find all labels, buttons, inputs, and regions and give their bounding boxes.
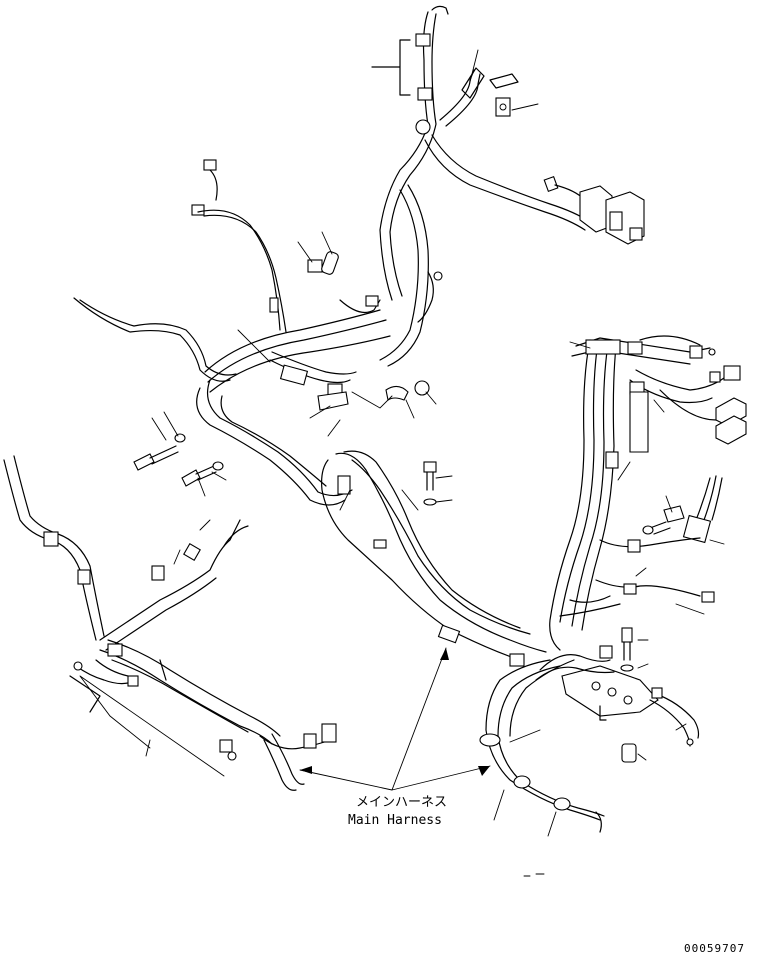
clamp-icon	[437, 624, 461, 644]
connector-icon	[321, 723, 337, 743]
bolt-icon	[663, 505, 685, 523]
connector-icon	[689, 345, 703, 359]
bolt-icon	[423, 461, 437, 473]
connector-icon	[682, 514, 712, 544]
fasteners-left	[133, 329, 341, 497]
spacer-icon	[321, 251, 339, 275]
clamp-icon	[373, 539, 387, 549]
connector-icon	[191, 204, 205, 216]
lower-right-assembly	[535, 627, 700, 763]
clamp-icon	[151, 565, 165, 581]
ring-terminal-icon	[227, 751, 237, 761]
clamp-icon	[385, 385, 409, 401]
clamp-icon	[279, 364, 309, 386]
drawing-number: 00059707	[684, 942, 745, 953]
washer-icon	[212, 461, 224, 471]
clamp-icon	[623, 583, 637, 595]
bolt-icon	[181, 469, 201, 487]
ground-plate-icon	[495, 97, 511, 117]
connector-icon	[203, 159, 217, 171]
ring-terminal-icon	[433, 271, 443, 281]
washer-icon	[174, 433, 186, 443]
ring-terminal-icon	[686, 738, 694, 746]
ring-terminal-icon	[607, 687, 617, 697]
upper-right-connector	[543, 175, 645, 245]
left-lower-branch	[3, 455, 337, 791]
left-leaders	[79, 675, 225, 777]
caption-leaders	[299, 647, 491, 791]
connector-icon	[303, 733, 317, 749]
clamp-icon	[337, 475, 351, 495]
washer-icon	[642, 525, 654, 535]
ring-terminal-icon	[623, 695, 633, 705]
connector-icon	[219, 739, 233, 753]
spacer-icon	[414, 380, 430, 396]
grommet-icon	[415, 119, 431, 135]
connector-icon	[629, 227, 643, 241]
connector-icon	[609, 211, 623, 231]
connector-icon	[651, 687, 663, 699]
clamp-icon	[479, 733, 501, 747]
right-side-parts	[559, 475, 725, 617]
detail-mark	[523, 873, 545, 877]
clamp-icon	[585, 339, 621, 355]
connector-icon	[701, 591, 715, 603]
ring-terminal-icon	[591, 681, 601, 691]
clamp-icon	[415, 33, 431, 47]
caption-english: Main Harness	[348, 813, 442, 828]
connector-icon	[365, 295, 379, 307]
connector-icon	[709, 371, 721, 383]
clamp-icon	[553, 797, 571, 811]
connector-icon	[127, 675, 139, 687]
connector-icon	[723, 365, 741, 381]
top-right-bracket	[461, 49, 539, 117]
right-bundle	[549, 335, 747, 651]
bracket-icon	[317, 391, 349, 411]
ring-terminal-icon	[73, 661, 83, 671]
small-parts-top	[297, 231, 339, 275]
fasteners-center	[351, 380, 453, 506]
upper-left-branch	[73, 159, 287, 382]
clamp-icon	[107, 643, 123, 657]
washer-icon	[423, 498, 437, 506]
connector-icon	[599, 645, 613, 659]
clamp-icon	[627, 539, 641, 553]
bracket-icon	[629, 391, 649, 453]
ring-terminal-icon	[708, 348, 716, 356]
spacer-icon	[621, 743, 637, 763]
clamp-icon	[509, 653, 525, 667]
central-bundle	[196, 271, 443, 506]
connector-icon	[715, 415, 747, 445]
clamp-icon	[605, 451, 619, 469]
clamp-icon	[269, 297, 279, 313]
bolt-icon	[133, 453, 155, 471]
clamp-icon	[43, 531, 59, 547]
clamp-icon	[627, 341, 643, 355]
top-clamp-group	[371, 33, 433, 135]
clamp-icon	[77, 569, 91, 585]
upper-branch-harness	[379, 5, 591, 367]
clamp-icon	[307, 259, 323, 273]
connector-icon	[183, 543, 201, 561]
lower-run	[479, 659, 605, 837]
caption-japanese: メインハーネス	[356, 795, 447, 810]
clamp-icon	[417, 87, 433, 101]
connector-icon	[543, 175, 559, 193]
clamp-icon	[513, 775, 531, 789]
main-harness-run	[321, 450, 547, 667]
washer-icon	[620, 664, 634, 672]
bolt-icon	[621, 627, 633, 643]
